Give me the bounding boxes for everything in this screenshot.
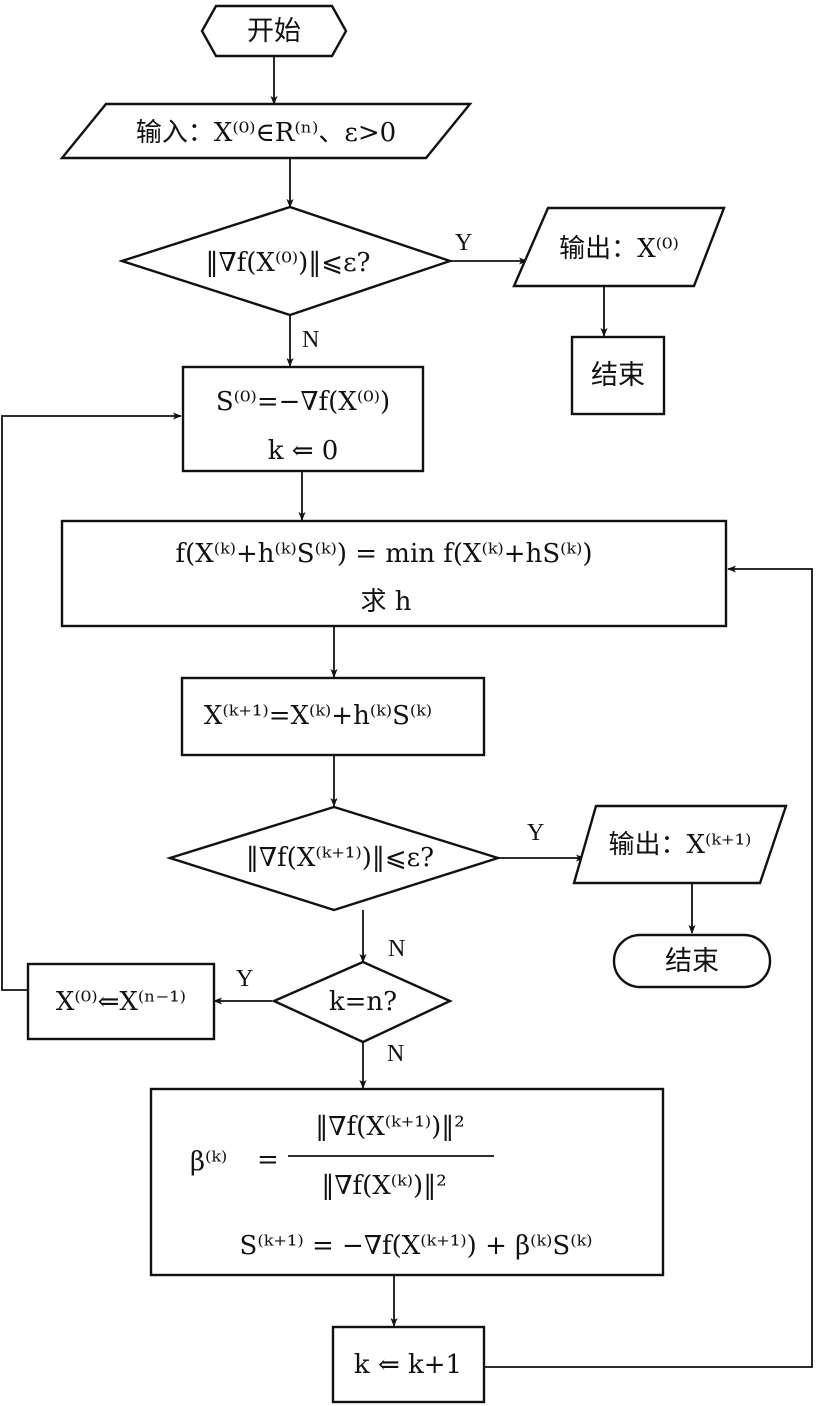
check-initial-label: ‖∇f(X⁽⁰⁾)‖⩽ε? [206,248,371,278]
init-direction-box: S⁽⁰⁾=−∇f(X⁽⁰⁾) k ⇐ 0 [181,365,425,473]
end-final-terminal: 结束 [612,933,772,989]
increment-label: k ⇐ k+1 [354,1350,462,1380]
init-direction-line1: S⁽⁰⁾=−∇f(X⁽⁰⁾) [216,387,390,417]
restart-label: X⁽⁰⁾⇐X⁽ⁿ⁻¹⁾ [56,987,186,1017]
label-check-converge-no: N [388,936,405,962]
beta-numerator: ‖∇f(X⁽ᵏ⁺¹⁾)‖² [315,1112,464,1142]
label-check-restart-no: N [387,1041,404,1067]
end-final-label: 结束 [665,946,719,977]
output-final-label: 输出：X⁽ᵏ⁺¹⁾ [609,830,752,860]
increment-box: k ⇐ k+1 [331,1325,486,1404]
label-check-restart-yes: Y [236,966,253,992]
update-x-label: X⁽ᵏ⁺¹⁾=X⁽ᵏ⁾+h⁽ᵏ⁾S⁽ᵏ⁾ [204,701,432,731]
end-initial-box: 结束 [570,335,666,416]
check-restart-decision: k=n? [271,960,453,1044]
check-initial-decision: ‖∇f(X⁽⁰⁾)‖⩽ε? [118,205,454,317]
check-converge-decision: ‖∇f(X⁽ᵏ⁺¹⁾)‖⩽ε? [165,805,503,912]
label-check-initial-yes: Y [455,230,472,256]
check-converge-label: ‖∇f(X⁽ᵏ⁺¹⁾)‖⩽ε? [246,843,434,873]
direction-update: S⁽ᵏ⁺¹⁾ = −∇f(X⁽ᵏ⁺¹⁾) + β⁽ᵏ⁾S⁽ᵏ⁾ [240,1231,593,1261]
line-search-box: f(X⁽ᵏ⁾+h⁽ᵏ⁾S⁽ᵏ⁾) = min f(X⁽ᵏ⁾+hS⁽ᵏ⁾) 求 h [60,519,728,628]
edge-labels: Y N Y N Y N [236,230,544,1067]
line-search-line1: f(X⁽ᵏ⁾+h⁽ᵏ⁾S⁽ᵏ⁾) = min f(X⁽ᵏ⁾+hS⁽ᵏ⁾) [175,539,592,569]
edge-increment-loop-back [484,565,813,1368]
output-initial-label: 输出：X⁽⁰⁾ [559,234,679,264]
connectors [1,56,813,1368]
end-initial-label: 结束 [591,360,645,391]
start-terminal: 开始 [200,4,348,58]
beta-lhs: β⁽ᵏ⁾ [190,1147,227,1177]
restart-box: X⁽⁰⁾⇐X⁽ⁿ⁻¹⁾ [26,962,216,1041]
beta-denominator: ‖∇f(X⁽ᵏ⁾)‖² [321,1171,446,1201]
start-label: 开始 [247,16,301,47]
output-final-parallelogram: 输出：X⁽ᵏ⁺¹⁾ [572,804,788,885]
beta-direction-box: β⁽ᵏ⁾ = ‖∇f(X⁽ᵏ⁺¹⁾)‖² ‖∇f(X⁽ᵏ⁾)‖² S⁽ᵏ⁺¹⁾ … [149,1087,665,1277]
input-label: 输入：X⁽⁰⁾∈R⁽ⁿ⁾、ε>0 [136,118,396,148]
input-parallelogram: 输入：X⁽⁰⁾∈R⁽ⁿ⁾、ε>0 [59,102,473,160]
update-x-box: X⁽ᵏ⁺¹⁾=X⁽ᵏ⁾+h⁽ᵏ⁾S⁽ᵏ⁾ [180,676,486,757]
beta-equals: = [257,1145,279,1175]
label-check-converge-yes: Y [527,820,544,846]
label-check-initial-no: N [302,327,319,353]
output-initial-parallelogram: 输出：X⁽⁰⁾ [512,206,726,288]
check-restart-label: k=n? [329,987,397,1017]
line-search-line2: 求 h [360,587,411,617]
edge-restart-loop-back [1,412,182,991]
init-direction-line2: k ⇐ 0 [268,436,339,466]
